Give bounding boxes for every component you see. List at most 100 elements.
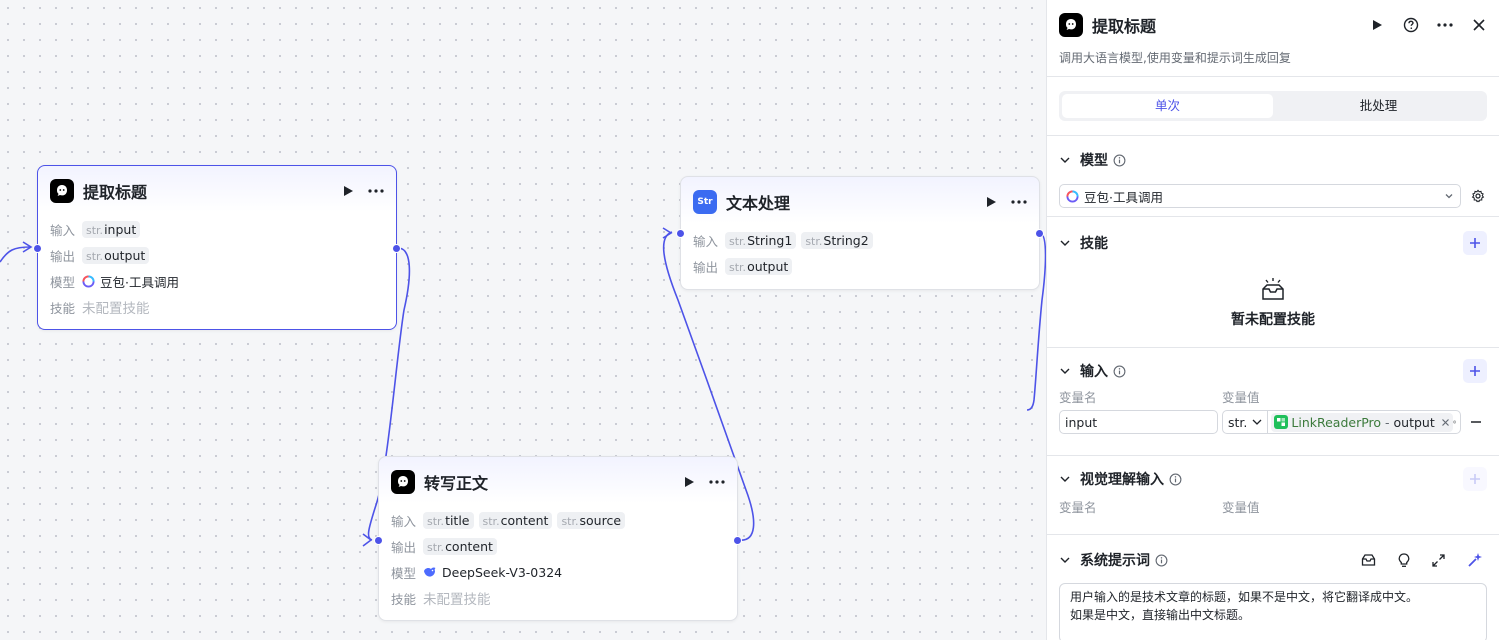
- prompt-library-icon[interactable]: [1361, 553, 1376, 567]
- input-port[interactable]: [33, 244, 42, 253]
- var-tag: str.String2: [801, 231, 873, 249]
- col-var-name: 变量名: [1059, 389, 1097, 405]
- edge-arrow-rewrite: [362, 533, 373, 547]
- chevron-down-icon[interactable]: [1059, 365, 1071, 377]
- tab-batch[interactable]: 批处理: [1359, 98, 1398, 113]
- node-model-row: 模型 DeepSeek-V3-0324: [391, 564, 563, 581]
- play-icon[interactable]: [681, 474, 697, 490]
- model-section: 模型 豆包·工具调用: [1047, 136, 1499, 216]
- panel-title: 提取标题: [1092, 17, 1157, 36]
- plugin-icon: [1274, 415, 1289, 429]
- node-input-row: 输入 str.input: [50, 216, 384, 242]
- input-port[interactable]: [676, 229, 685, 238]
- edge-into-extract-title: [0, 246, 31, 263]
- text-process-icon: Str: [693, 190, 717, 214]
- play-icon[interactable]: [983, 194, 999, 210]
- skills-section: 技能 暂未配置技能: [1047, 217, 1499, 347]
- input-var-row: input str. LinkReaderPro - output: [1059, 410, 1487, 434]
- add-vision-input-button[interactable]: [1463, 467, 1487, 491]
- node-skills-row: 技能 未配置技能: [50, 300, 150, 318]
- skills-empty-state: 暂未配置技能: [1059, 269, 1487, 347]
- model-select[interactable]: 豆包·工具调用: [1059, 184, 1461, 208]
- col-var-name: 变量名: [1059, 499, 1097, 515]
- chevron-down-icon: [1252, 419, 1262, 425]
- output-port[interactable]: [392, 244, 401, 253]
- empty-box-icon: [1262, 278, 1284, 300]
- node-model-row: 模型 豆包·工具调用: [50, 274, 179, 290]
- tab-single[interactable]: 单次: [1062, 94, 1273, 118]
- llm-icon: [50, 179, 74, 203]
- add-input-button[interactable]: [1463, 359, 1487, 383]
- node-extract-title[interactable]: 提取标题 输入 str.input 输出 str.output 模型 豆包·工具…: [33, 165, 401, 330]
- var-tag: str.content: [478, 511, 553, 529]
- col-var-value: 变量值: [1222, 389, 1260, 405]
- system-prompt-editor[interactable]: 用户输入的是技术文章的标题，如果不是中文，将它翻译成中文。 如果是中文，直接输出…: [1059, 583, 1487, 640]
- input-port[interactable]: [374, 536, 383, 545]
- chevron-down-icon[interactable]: [1059, 237, 1071, 249]
- edge-arrow-text: [662, 227, 673, 239]
- node-title: 文本处理: [726, 194, 791, 213]
- info-icon[interactable]: [1155, 554, 1168, 567]
- var-tag: str.input: [82, 220, 141, 238]
- node-rewrite-body[interactable]: 转写正文 输入 str.title str.content str.source…: [374, 456, 742, 621]
- more-icon[interactable]: [368, 183, 384, 199]
- var-value-field[interactable]: str. LinkReaderPro - output: [1222, 410, 1461, 434]
- node-output-row: 输出 str.output: [50, 242, 384, 268]
- system-prompt-section: 系统提示词: [1047, 535, 1499, 585]
- node-skills-row: 技能 未配置技能: [391, 591, 491, 609]
- deepseek-logo-icon: [424, 567, 436, 577]
- chevron-down-icon[interactable]: [1059, 473, 1071, 485]
- run-mode-tabs: 单次 批处理: [1059, 91, 1487, 121]
- node-config-panel: 提取标题 调用大语言模型,使用变量和提示词生成回复 单次 批处理 模型 豆包·工…: [1046, 0, 1499, 640]
- info-icon[interactable]: [1169, 473, 1182, 486]
- ai-sparkle-icon[interactable]: [1467, 552, 1483, 568]
- col-var-value: 变量值: [1222, 499, 1260, 515]
- var-name-input[interactable]: input: [1059, 410, 1218, 434]
- var-tag: str.content: [423, 537, 497, 555]
- var-tag: str.title: [423, 511, 474, 529]
- more-icon[interactable]: [1437, 17, 1453, 33]
- variable-picker-icon[interactable]: [1452, 415, 1456, 429]
- node-input-row: 输入 str.title str.content str.source: [391, 507, 725, 533]
- play-icon[interactable]: [1369, 17, 1385, 33]
- node-input-row: 输入 str.String1 str.String2: [693, 227, 1027, 253]
- chevron-down-icon[interactable]: [1059, 154, 1071, 166]
- input-section: 输入 变量名 变量值 input str. LinkReaderPro - ou…: [1047, 348, 1499, 455]
- output-port[interactable]: [733, 536, 742, 545]
- more-icon[interactable]: [1011, 194, 1027, 210]
- info-icon[interactable]: [1113, 365, 1126, 378]
- help-icon[interactable]: [1403, 17, 1419, 33]
- var-reference-chip[interactable]: LinkReaderPro - output: [1271, 412, 1453, 432]
- expand-icon[interactable]: [1432, 553, 1445, 567]
- node-title: 提取标题: [83, 183, 148, 202]
- lightbulb-icon[interactable]: [1398, 552, 1410, 568]
- node-title: 转写正文: [424, 474, 489, 493]
- close-icon[interactable]: [1471, 17, 1487, 33]
- workflow-canvas[interactable]: 提取标题 输入 str.input 输出 str.output 模型 豆包·工具…: [0, 0, 1046, 640]
- gear-icon[interactable]: [1471, 189, 1485, 203]
- vision-input-section: 视觉理解输入 变量名 变量值: [1047, 456, 1499, 534]
- chevron-down-icon[interactable]: [1059, 554, 1071, 566]
- llm-icon: [1059, 13, 1083, 37]
- more-icon[interactable]: [709, 474, 725, 490]
- add-skill-button[interactable]: [1463, 231, 1487, 255]
- play-icon[interactable]: [340, 183, 356, 199]
- info-icon[interactable]: [1113, 154, 1126, 167]
- var-tag: str.source: [557, 511, 626, 529]
- var-type-select[interactable]: str.: [1223, 411, 1269, 433]
- node-text-process[interactable]: Str 文本处理 输入 str.String1 str.String2 输出 s…: [676, 176, 1044, 290]
- var-tag: str.String1: [725, 231, 797, 249]
- remove-ref-icon[interactable]: [1441, 418, 1450, 427]
- doubao-logo-icon: [1066, 189, 1079, 203]
- edge-arrow-extract-title: [22, 241, 33, 253]
- var-tag: str.output: [82, 246, 150, 264]
- node-output-row: 输出 str.output: [693, 253, 1027, 279]
- panel-description: 调用大语言模型,使用变量和提示词生成回复: [1059, 51, 1291, 65]
- llm-icon: [391, 470, 415, 494]
- remove-row-icon[interactable]: [1470, 416, 1482, 428]
- var-tag: str.output: [725, 257, 793, 275]
- chevron-down-icon: [1445, 194, 1453, 199]
- doubao-logo-icon: [82, 274, 95, 288]
- node-output-row: 输出 str.content: [391, 533, 725, 559]
- output-port[interactable]: [1035, 229, 1044, 238]
